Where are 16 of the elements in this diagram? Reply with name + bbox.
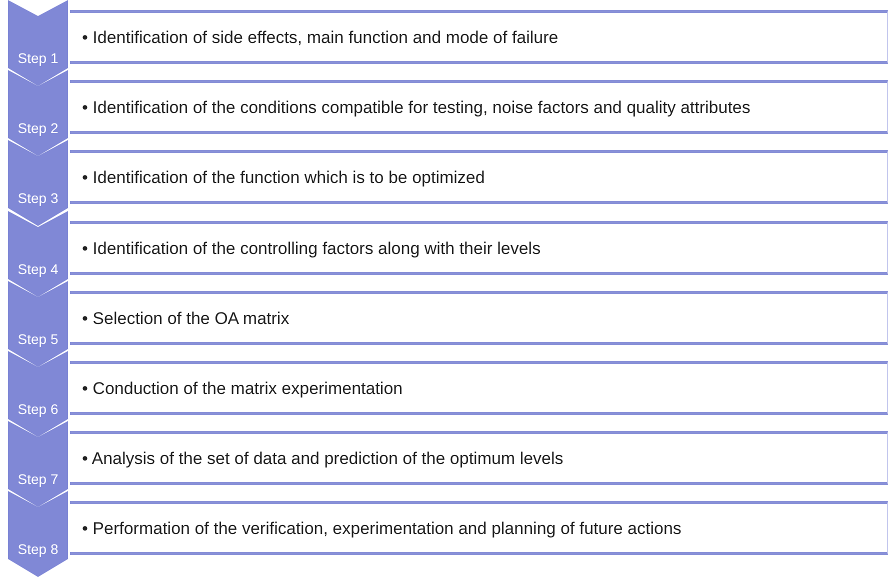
step-label: Step 6 (16, 401, 60, 417)
step-label: Step 8 (16, 541, 60, 558)
step-label: Step 3 (16, 190, 60, 206)
step-label: Step 7 (16, 471, 60, 488)
step-description: • Identification of the controlling factors along with their levels (82, 238, 541, 259)
step-label: Step 1 (16, 50, 60, 66)
step-label: Step 4 (16, 260, 60, 277)
step-description: • Performation of the verification, experimentation and planning of future actions (82, 519, 682, 540)
step-description: • Identification of the conditions compatible for testing, noise factors and quality attributes (82, 98, 750, 118)
step-label: Step 5 (16, 330, 60, 347)
step-description: • Analysis of the set of data and prediction of the optimum levels (82, 449, 564, 470)
step-description: • Identification of the function which is to be optimized (82, 168, 485, 188)
step-description: • Identification of side effects, main function and mode of failure (82, 28, 558, 48)
step-description: • Selection of the OA matrix (82, 308, 290, 329)
step-label: Step 2 (16, 120, 60, 136)
step-description: • Conduction of the matrix experimentation (82, 379, 403, 399)
